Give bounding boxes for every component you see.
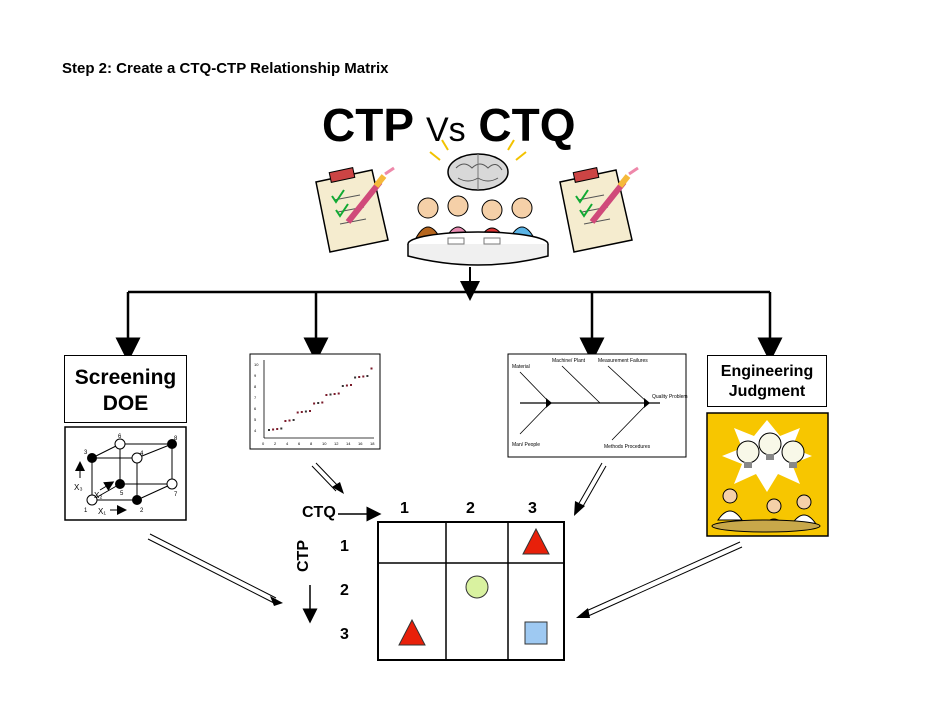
scatter-point	[276, 428, 279, 430]
scatter-y-tick: 9	[254, 373, 257, 378]
scatter-x-tick: 4	[286, 441, 289, 446]
scatter-y-tick: 8	[254, 384, 257, 389]
cube-label-2: 2	[140, 508, 144, 514]
fishbone-material-label: Material	[512, 364, 530, 370]
matrix-row-2: 2	[340, 582, 349, 599]
clipboard-right-icon	[559, 166, 639, 253]
scatter-point	[341, 385, 344, 387]
matrix-triangle-r3c1	[398, 618, 426, 646]
ctp-axis-label: CTP	[295, 540, 312, 572]
axis-x1-label: X₁	[98, 507, 106, 516]
doe-cube-diagram: 3 4 1 2 6 8 5 7 X₃ X₂ X₁	[64, 426, 187, 521]
axis-x3-label: X₃	[74, 483, 83, 492]
scatter-point	[268, 429, 270, 431]
engineering-judgment-box: Engineering Judgment	[707, 355, 827, 407]
cube-label-5: 5	[120, 491, 124, 497]
scatter-x-tick: 18	[370, 441, 375, 446]
matrix-row-3: 3	[340, 626, 349, 643]
clipboard-left-icon	[315, 166, 395, 253]
title-vs: Vs	[425, 111, 466, 149]
scatter-point	[345, 384, 348, 387]
axis-x2-label: X₂	[94, 491, 102, 500]
scatter-y-tick: 10	[254, 362, 259, 367]
fishbone-effect-label: Quality Problem	[652, 394, 688, 400]
matrix-col-3: 3	[528, 500, 537, 517]
fishbone-machine-label: Machine/ Plant	[552, 358, 586, 364]
step-title: Step 2: Create a CTQ-CTP Relationship Ma…	[62, 60, 389, 77]
cube-label-6: 6	[118, 434, 122, 440]
scatter-y-tick: 5	[254, 417, 257, 422]
ctq-axis-label: CTQ	[302, 504, 336, 521]
scatter-point	[337, 392, 340, 395]
matrix-col-1: 1	[400, 500, 409, 517]
scatter-point	[292, 419, 295, 421]
scatter-point	[309, 410, 311, 412]
engineering-label: Engineering	[720, 363, 814, 380]
scatter-point	[362, 375, 365, 378]
title-ctq: CTQ	[478, 99, 576, 151]
scatter-x-tick: 12	[334, 441, 339, 446]
scatter-point	[366, 375, 369, 377]
fishbone-methods-label: Methods Procedures	[604, 444, 651, 450]
brainstorm-team-icon	[407, 139, 549, 266]
scatter-point	[300, 411, 303, 413]
judgment-label: Judgment	[728, 383, 806, 400]
doe-label: DOE	[102, 392, 149, 415]
matrix-symbols	[398, 527, 550, 646]
scatter-point	[313, 402, 316, 405]
scatter-point	[370, 367, 373, 370]
scatter-x-tick: 6	[298, 441, 301, 446]
arrows-into-matrix	[147, 462, 743, 618]
scatter-point	[280, 427, 283, 430]
scatter-point	[296, 411, 299, 414]
scatter-point	[333, 393, 336, 395]
scatter-y-tick: 7	[254, 395, 257, 400]
scatter-x-tick: 8	[310, 441, 313, 446]
scatter-x-tick: 10	[322, 441, 327, 446]
scatter-point	[329, 393, 332, 396]
fishbone-diagram: Material Machine/ Plant Measurement Fail…	[507, 353, 688, 458]
scatter-point	[272, 428, 275, 431]
scatter-point	[325, 394, 328, 396]
scatter-point	[350, 384, 352, 386]
title-ctp: CTP	[322, 99, 414, 151]
screening-doe-box: Screening DOE	[64, 355, 187, 423]
lightbulb-meeting-icon	[706, 412, 829, 537]
cube-label-1: 1	[84, 508, 88, 514]
cube-label-7: 7	[174, 492, 178, 498]
fishbone-measurement-label: Measurement Failures	[598, 358, 648, 364]
scatter-point	[304, 410, 307, 413]
matrix-square-r3c3	[524, 621, 548, 645]
scatter-point	[358, 376, 361, 378]
scatter-point	[284, 420, 287, 422]
scatter-plot-diagram: 10 9 8 7 6 5 4 0 2 4 6 8 10 12 14 16 18	[249, 353, 381, 450]
scatter-x-tick: 14	[346, 441, 351, 446]
scatter-point	[354, 376, 357, 379]
scatter-point	[317, 402, 320, 404]
fishbone-people-label: Man/ People	[512, 442, 540, 448]
matrix-col-2: 2	[466, 500, 475, 517]
scatter-y-tick: 6	[254, 406, 257, 411]
scatter-x-tick: 16	[358, 441, 363, 446]
cube-label-4: 4	[140, 451, 144, 457]
screening-label: Screening	[74, 366, 177, 389]
cube-label-3: 3	[84, 450, 88, 456]
main-title: CTP Vs CTQ	[322, 98, 576, 152]
cube-label-8: 8	[174, 436, 178, 442]
matrix-triangle-r1c3	[522, 527, 550, 555]
scatter-point	[321, 401, 324, 404]
scatter-x-tick: 2	[274, 441, 277, 446]
scatter-point	[288, 419, 291, 422]
matrix-circle-r2c2	[465, 575, 489, 599]
scatter-x-tick: 0	[262, 441, 265, 446]
scatter-y-tick: 4	[254, 428, 257, 433]
matrix-row-1: 1	[340, 538, 349, 555]
